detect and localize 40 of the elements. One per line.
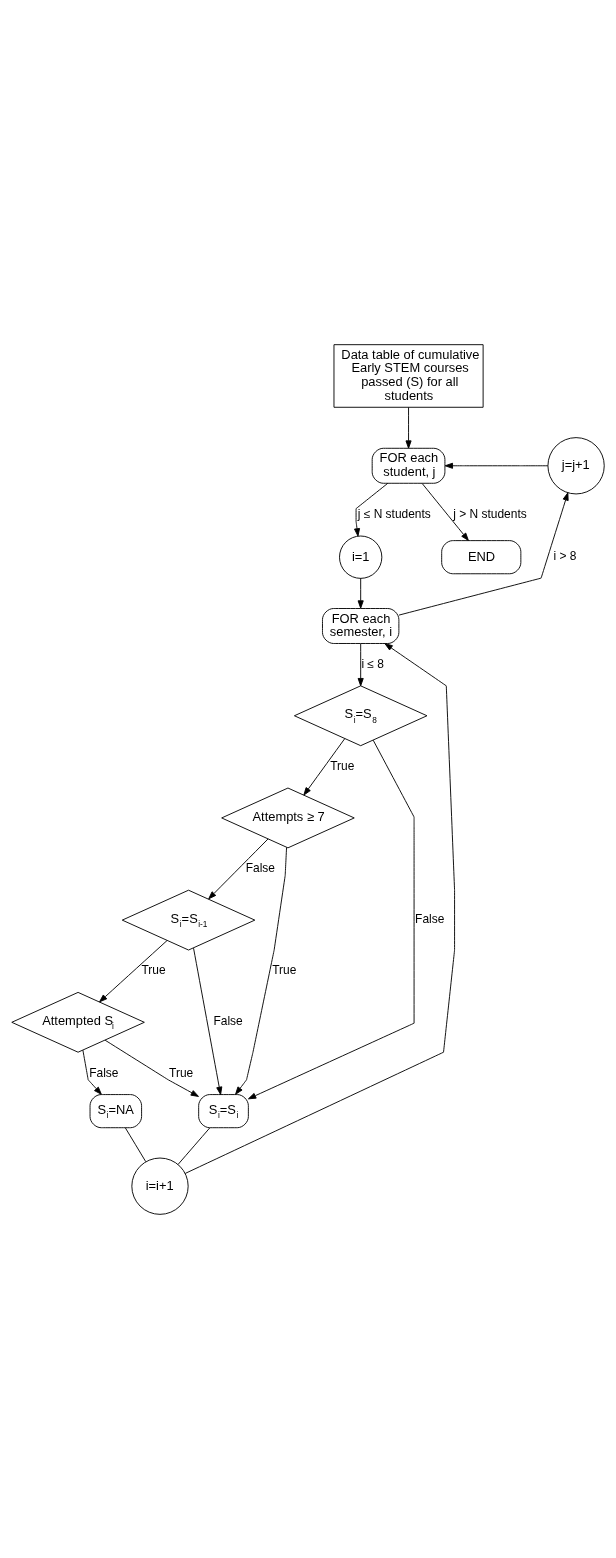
connector	[124, 1127, 147, 1162]
arrow	[99, 939, 168, 1002]
edge-label: j ≤ N students	[357, 506, 431, 521]
edge-label: True	[169, 1065, 194, 1080]
arrow	[405, 406, 412, 449]
edge-label: i > 8	[553, 548, 577, 563]
arrow	[193, 947, 223, 1095]
arrow	[235, 846, 287, 1095]
node-box: Data table of cumulative Early STEM courses passed (S) for all students	[333, 343, 484, 408]
node-box: END	[441, 539, 522, 574]
node-circle: i=i+1	[131, 1157, 189, 1215]
connector	[177, 1127, 211, 1165]
node-box: S$_{i}$=S$_{i}$	[198, 1093, 249, 1128]
edge-label: False	[245, 860, 275, 875]
arrow	[208, 837, 269, 899]
node-box: FOR each student, j	[371, 447, 446, 484]
edge-label: True	[272, 962, 297, 977]
arrow	[354, 482, 389, 536]
edge-label: i ≤ 8	[361, 656, 384, 671]
edge-label: True	[141, 962, 166, 977]
arrow	[184, 642, 456, 1174]
edge-label: True	[330, 758, 355, 773]
node-circle: j=j+1	[547, 436, 605, 494]
arrow	[303, 737, 346, 795]
node-diamond: S$_{i}$=S$_{8}$	[293, 684, 428, 746]
edge-label: j > N students	[453, 506, 527, 521]
node-box: FOR each semester, i	[322, 607, 400, 644]
edge-label: False	[415, 911, 445, 926]
arrow	[357, 577, 364, 609]
arrow	[247, 739, 415, 1099]
arrow	[421, 482, 469, 541]
arrow	[357, 642, 364, 686]
arrow	[398, 491, 569, 616]
arrow	[104, 1039, 199, 1097]
node-box: S$_{i}$=NA	[89, 1093, 143, 1128]
edge-label: False	[89, 1065, 119, 1080]
arrow	[82, 1049, 102, 1095]
node-circle: i=1	[339, 535, 383, 579]
arrow	[444, 462, 549, 469]
edge-label: False	[213, 1013, 243, 1028]
